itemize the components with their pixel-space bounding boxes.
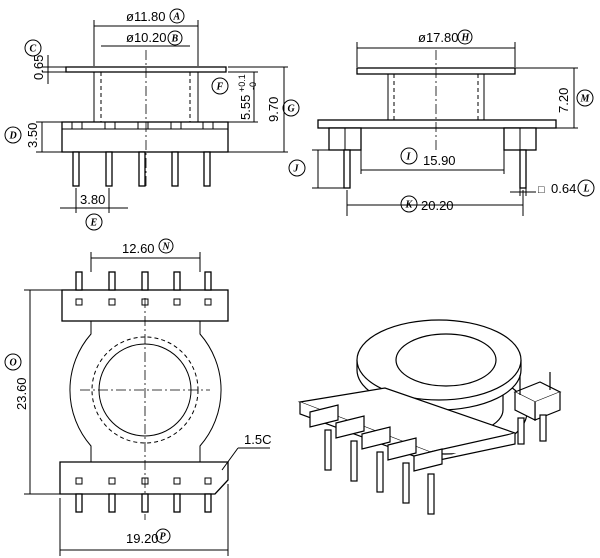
dim-o-tag: O: [10, 358, 17, 369]
dim-c-tag: C: [30, 44, 37, 55]
dim-h-value: ø17.80: [418, 30, 458, 45]
dim-k-tag: K: [405, 200, 414, 211]
dim-e-value: 3.80: [80, 192, 105, 207]
dim-p-value: 19.20: [126, 531, 159, 546]
dim-c-value: 0.65: [31, 55, 46, 80]
dim-d-value: 3.50: [25, 123, 40, 148]
dim-f-tol-lower: -0: [248, 82, 258, 90]
dim-d-tag: D: [9, 131, 17, 142]
dim-e-tag: E: [90, 218, 98, 229]
dim-m-value: 7.20: [556, 88, 571, 113]
dim-i-tag: I: [406, 152, 412, 163]
dim-b-tag: B: [171, 34, 179, 45]
dim-l-tag: L: [583, 184, 590, 195]
dim-i-value: 15.90: [423, 153, 456, 168]
dim-l-value: 0.64: [551, 181, 576, 196]
front-view: ø11.80 A ø10.20 B 0.65 C 3.50 D 3.80 E 5: [4, 8, 300, 231]
dim-k-value: 20.20: [421, 198, 454, 213]
dim-b-value: ø10.20: [126, 30, 166, 45]
dim-g-tag: G: [288, 104, 296, 115]
dim-p-tag: P: [160, 532, 167, 543]
dim-m-tag: M: [580, 94, 591, 105]
chamfer-note: 1.5C: [244, 432, 271, 447]
dim-g-value: 9.70: [266, 97, 281, 122]
dim-f-value: 5.55: [238, 95, 253, 120]
dim-h-tag: H: [461, 33, 471, 44]
side-view: ø17.80 H 7.20 M 15.90 I J 20.20 K: [288, 29, 595, 216]
isometric-view: [297, 319, 562, 515]
dim-f-tol-upper: +0.1: [237, 74, 247, 92]
dim-n-value: 12.60: [122, 241, 155, 256]
dim-n-tag: N: [162, 242, 171, 253]
dim-f-tag: F: [216, 82, 224, 93]
dim-o-value: 23.60: [14, 377, 29, 410]
dim-j-tag: J: [293, 164, 300, 175]
dim-a-value: ø11.80: [126, 9, 166, 24]
square-symbol: □: [538, 184, 545, 196]
dim-a-tag: A: [173, 12, 181, 23]
top-view: 12.60 N 23.60 O 19.20 P 1.5C: [4, 238, 271, 556]
